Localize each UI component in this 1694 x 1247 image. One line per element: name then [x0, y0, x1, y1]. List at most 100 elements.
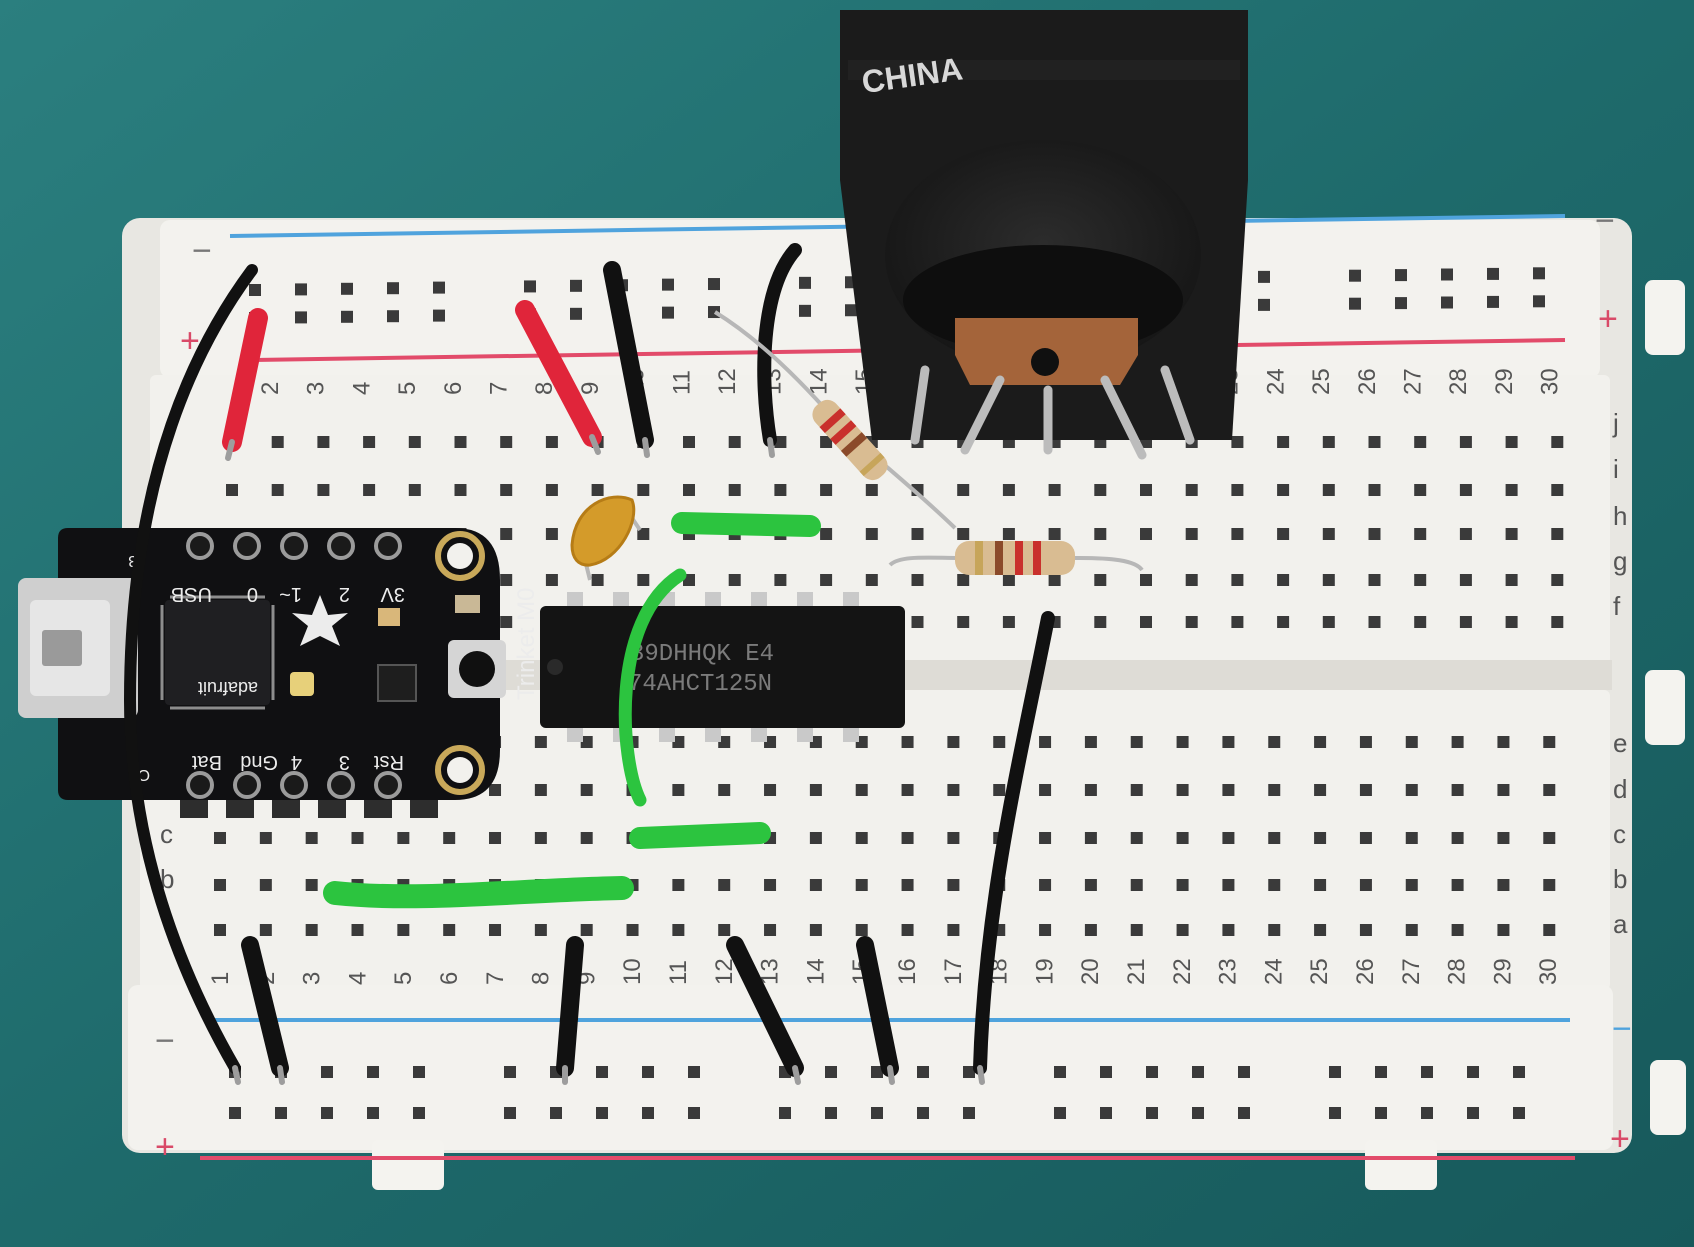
hole-bottom-row2-col24 [1268, 832, 1281, 844]
column-number-top-12: 12 [714, 368, 741, 395]
hole-rail [321, 1107, 333, 1119]
hole-top-row1-col13 [774, 484, 787, 496]
right-tab-bottom [1650, 1060, 1686, 1135]
hole-rail [963, 1107, 975, 1119]
hole-rail [1533, 267, 1545, 280]
hole-rail [1513, 1107, 1525, 1119]
hole-bottom-row4-col25 [1314, 924, 1327, 936]
hole-bottom-row4-col2 [259, 924, 272, 936]
microcontroller-chip [165, 600, 270, 705]
hole-bottom-row3-col2 [259, 879, 272, 891]
hole-bottom-row4-col11 [672, 924, 685, 936]
hole-top-row3-col26 [1368, 574, 1381, 586]
ic-chip-marking-line1: 39DHHQK E4 [630, 641, 774, 668]
hole-top-row3-col17 [957, 574, 970, 586]
hole-top-row4-col22 [1185, 616, 1198, 628]
row-label-c: c [1613, 819, 1626, 849]
hole-bottom-row2-col4 [351, 832, 364, 844]
resistor-2 [955, 541, 1075, 575]
column-number-top-3: 3 [303, 382, 330, 395]
hole-top-row0-col7 [500, 436, 513, 448]
hole-bottom-row3-col20 [1084, 879, 1097, 891]
hole-rail [871, 1066, 883, 1078]
ic-chip-marking-line2: 74AHCT125N [628, 671, 772, 698]
hole-top-row2-col27 [1414, 528, 1427, 540]
hole-bottom-row0-col22 [1176, 736, 1189, 748]
hole-rail [1238, 1107, 1250, 1119]
reset-button[interactable] [459, 651, 495, 687]
column-number-top-9: 9 [577, 382, 604, 395]
hole-bottom-row2-col16 [901, 832, 914, 844]
column-number-bottom-25: 25 [1306, 958, 1333, 985]
hole-rail [1146, 1066, 1158, 1078]
column-number-top-7: 7 [486, 382, 513, 395]
hole-rail [1467, 1107, 1479, 1119]
hole-bottom-row4-col17 [947, 924, 960, 936]
hole-bottom-row0-col23 [1222, 736, 1235, 748]
hole-bottom-row4-col26 [1359, 924, 1372, 936]
column-number-bottom-30: 30 [1535, 958, 1562, 985]
ceramic-capacitor [570, 495, 642, 581]
column-number-top-5: 5 [394, 382, 421, 395]
hole-top-row2-col19 [1048, 528, 1061, 540]
column-number-bottom-29: 29 [1489, 958, 1516, 985]
hole-bottom-row3-col3 [305, 879, 318, 891]
hole-bottom-row3-col16 [901, 879, 914, 891]
hole-bottom-row4-col7 [489, 924, 502, 936]
hole-bottom-row1-col21 [1130, 784, 1143, 796]
hole-bottom-row4-col6 [443, 924, 456, 936]
hole-rail [662, 306, 674, 319]
usb-port-tongue [42, 630, 82, 666]
regulator [377, 664, 417, 702]
hole-bottom-row4-col3 [305, 924, 318, 936]
hole-top-row0-col23 [1231, 436, 1244, 448]
ic-chip-pins [567, 592, 859, 742]
hole-top-row1-col11 [683, 484, 695, 496]
hole-bottom-row3-col15 [855, 879, 868, 891]
hole-top-row0-col25 [1322, 436, 1335, 448]
pin-label-rst: Rst [374, 751, 404, 773]
hole-rail [642, 1066, 654, 1078]
column-number-bottom-6: 6 [436, 972, 463, 985]
hole-rail [799, 304, 811, 317]
hole-rail [1349, 269, 1361, 282]
hole-bottom-row3-col24 [1268, 879, 1281, 891]
column-number-bottom-20: 20 [1077, 958, 1104, 985]
hole-top-row3-col7 [500, 574, 513, 586]
dotstar-led [290, 672, 314, 696]
hole-rail [688, 1066, 700, 1078]
right-tab-middle [1645, 670, 1685, 745]
right-tab-top [1645, 280, 1685, 355]
hole-rail [708, 278, 720, 291]
hole-top-row0-col2 [271, 436, 284, 448]
hole-top-row3-col18 [1002, 574, 1015, 586]
hole-bottom-row4-col27 [1405, 924, 1418, 936]
column-number-bottom-26: 26 [1352, 958, 1379, 985]
hole-bottom-row2-col28 [1451, 832, 1464, 844]
hole-bottom-row4-col29 [1497, 924, 1510, 936]
hole-top-row0-col12 [728, 436, 741, 448]
hole-bottom-row0-col29 [1497, 736, 1510, 748]
capacitor-2 [455, 595, 480, 613]
hole-top-row1-col2 [271, 484, 284, 496]
hole-bottom-row1-col15 [855, 784, 868, 796]
column-number-bottom-4: 4 [344, 972, 371, 985]
column-number-top-2: 2 [257, 382, 284, 395]
ic-pin [843, 724, 859, 742]
hole-bottom-row0-col30 [1543, 736, 1556, 748]
hole-top-row1-col6 [454, 484, 467, 496]
hole-bottom-row2-col14 [809, 832, 822, 844]
hole-top-row4-col29 [1505, 616, 1518, 628]
hole-rail [275, 1107, 287, 1119]
green-wire-short-bottom [629, 822, 771, 849]
hole-top-row2-col22 [1185, 528, 1198, 540]
hole-top-row1-col29 [1505, 484, 1518, 496]
column-number-bottom-7: 7 [482, 972, 509, 985]
hole-top-row3-col15 [865, 574, 878, 586]
hole-rail [413, 1107, 425, 1119]
hole-rail [570, 279, 582, 292]
column-number-bottom-5: 5 [390, 972, 417, 985]
hole-top-row1-col9 [591, 484, 604, 496]
hole-rail [779, 1107, 791, 1119]
hole-top-row2-col16 [911, 528, 924, 540]
